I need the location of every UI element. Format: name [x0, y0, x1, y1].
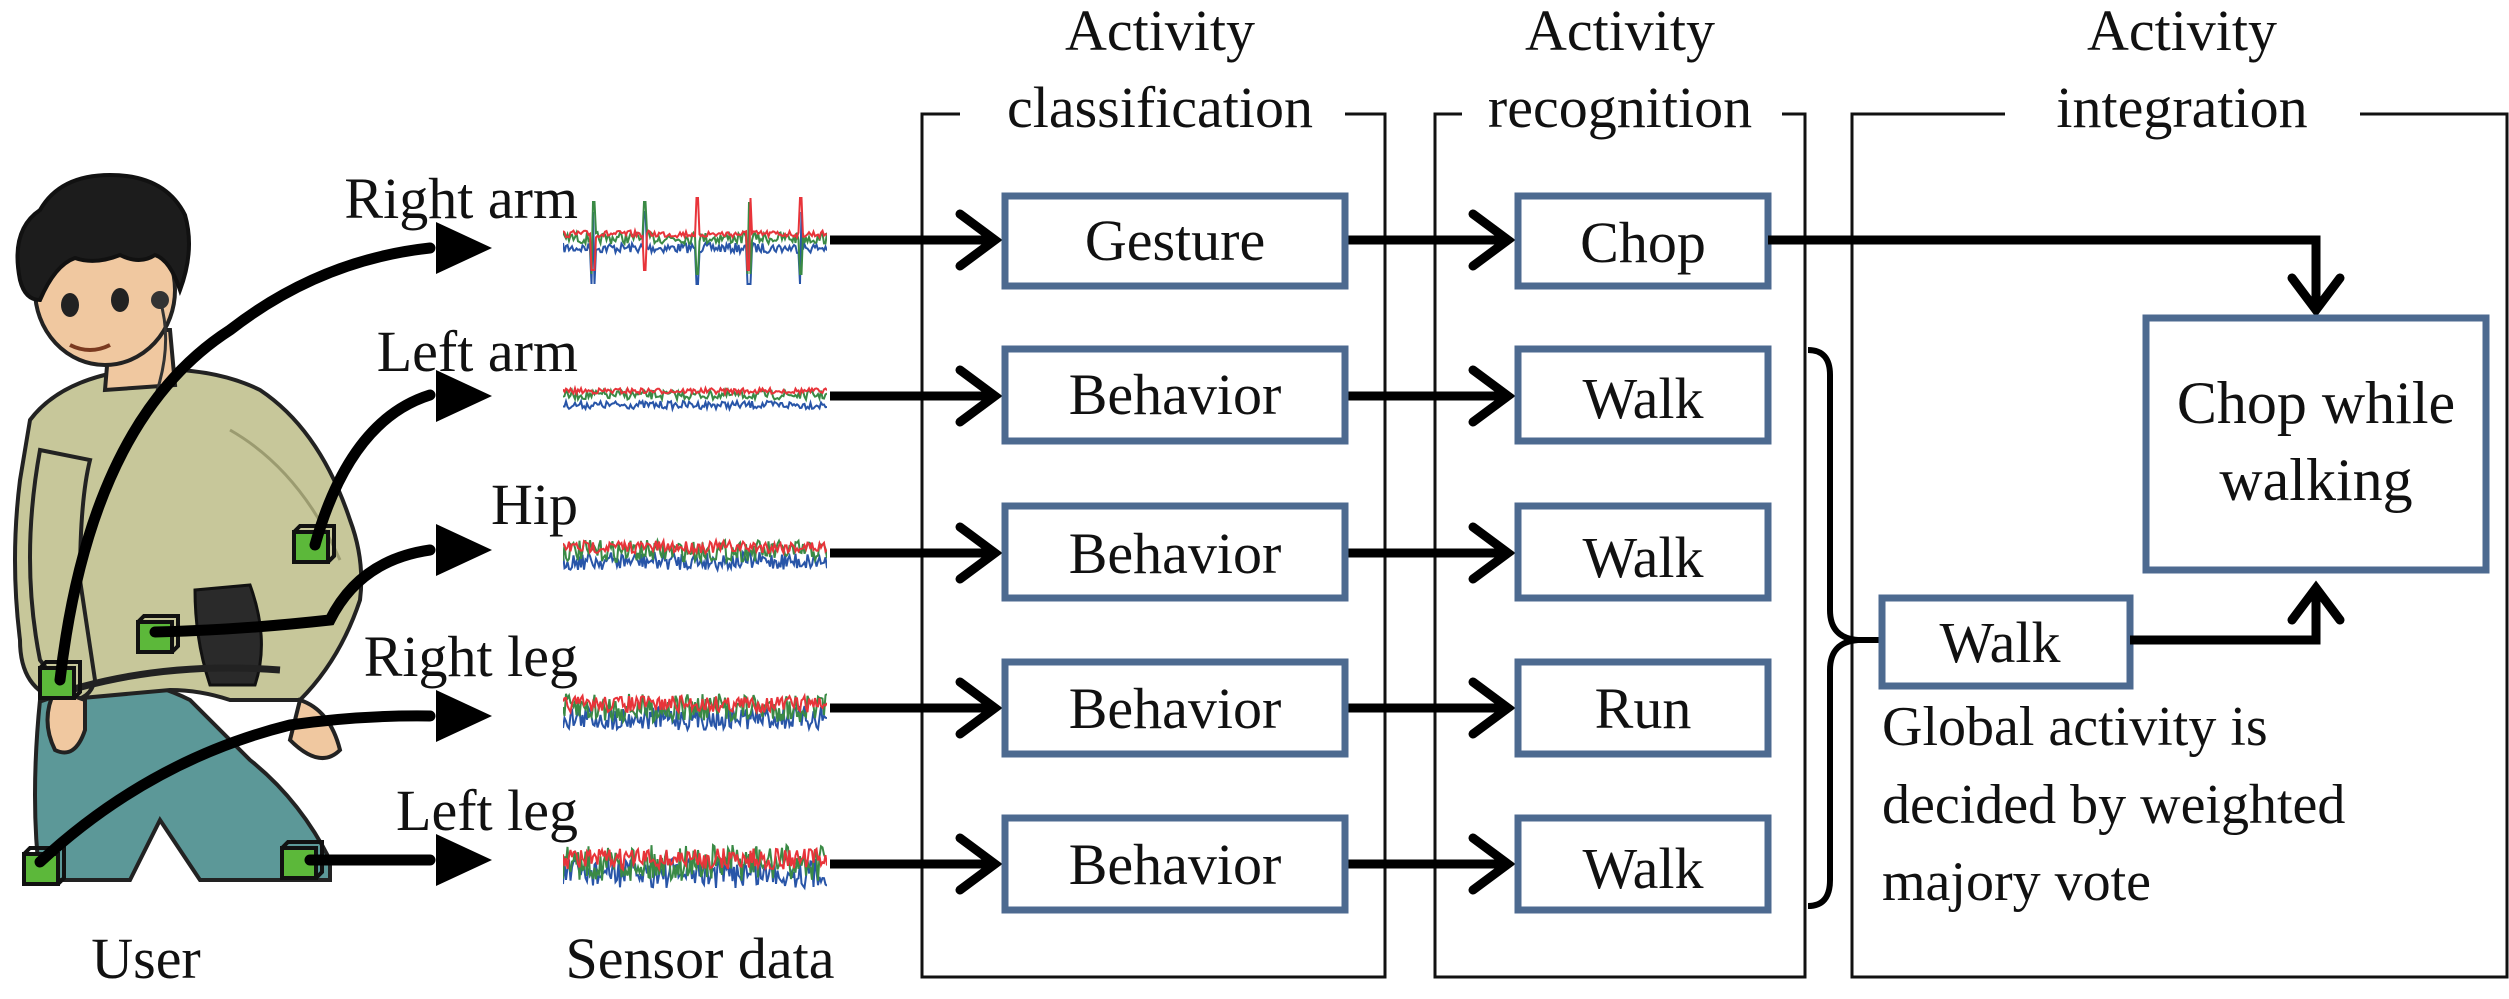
signal-trace: [563, 537, 827, 566]
classifier-label: Behavior: [1069, 676, 1282, 741]
result-label: Walk: [1583, 525, 1704, 590]
sensor-signal-hip: [563, 537, 827, 573]
result-label: Walk: [1583, 836, 1704, 901]
classifier-box-5: Behavior: [1001, 814, 1349, 914]
vote-note-line1: Global activity is: [1882, 696, 2268, 758]
signal-trace: [563, 855, 827, 891]
classifier-box-3: Behavior: [1001, 502, 1349, 602]
user-hip-bag: [193, 583, 263, 687]
classifier-box-1: Gesture: [1001, 192, 1349, 290]
classification-title-line2: classification: [1007, 75, 1313, 140]
classifier-label: Behavior: [1069, 832, 1282, 897]
classifier-box-2: Behavior: [1001, 345, 1349, 445]
signal-trace: [563, 846, 827, 873]
sensor-left-leg: [280, 840, 324, 880]
signal-trace: [563, 384, 827, 397]
vote-note-line3: majory vote: [1882, 851, 2151, 913]
sensor-label-right-arm: Right arm: [344, 166, 578, 231]
final-output-line1: Chop while: [2177, 370, 2455, 436]
classifier-label: Behavior: [1069, 362, 1282, 427]
sensor-label-left-arm: Left arm: [377, 319, 578, 384]
recognition-panel: Activity recognition: [1433, 0, 1807, 979]
global-result-label: Walk: [1940, 610, 2061, 675]
signal-trace: [563, 397, 827, 413]
integration-title-line2: integration: [2056, 75, 2307, 140]
sensor-label-left-leg: Left leg: [396, 778, 578, 843]
sensor-label-right-leg: Right leg: [364, 624, 578, 689]
sensor-label-hip: Hip: [491, 472, 578, 537]
sensor-signal-right-leg: [563, 692, 827, 733]
signal-trace: [563, 386, 827, 404]
recognition-title-line2: recognition: [1488, 75, 1752, 140]
classification-title-line1: Activity: [1065, 0, 1255, 63]
integration-title-line1: Activity: [2087, 0, 2277, 63]
row-arrows: [830, 209, 1516, 895]
global-result-box: Walk: [1878, 594, 2134, 690]
result-label: Run: [1595, 676, 1692, 741]
classifier-box-4: Behavior: [1001, 658, 1349, 758]
user-label: User: [91, 926, 201, 991]
classifier-label: Gesture: [1085, 208, 1265, 273]
final-output-box: Chop while walking: [2142, 314, 2490, 574]
sensor-data-label: Sensor data: [566, 926, 835, 991]
result-box-1: Chop: [1514, 192, 1772, 290]
signal-trace: [563, 842, 827, 883]
result-label: Chop: [1580, 210, 1706, 275]
sensor-signal-right-arm: [563, 197, 827, 285]
classifier-label: Behavior: [1069, 521, 1282, 586]
integration-panel: Activity integration: [1850, 0, 2509, 979]
sensor-signal-left-leg: [563, 842, 827, 891]
signal-trace: [563, 537, 827, 557]
final-output-line2: walking: [2219, 447, 2412, 513]
signal-trace: [563, 704, 827, 733]
result-box-4: Run: [1514, 658, 1772, 758]
classification-panel: Activity classification: [920, 0, 1387, 979]
sensor-arrows: [34, 222, 492, 886]
user-figure-illustration: [13, 172, 364, 882]
user-hair: [15, 172, 191, 303]
result-label: Walk: [1583, 366, 1704, 431]
sensor-signal-plots: [563, 197, 827, 891]
recognition-title-line1: Activity: [1525, 0, 1715, 63]
result-box-2: Walk: [1514, 345, 1772, 445]
result-box-5: Walk: [1514, 814, 1772, 914]
result-box-3: Walk: [1514, 502, 1772, 602]
vote-note-line2: decided by weighted: [1882, 774, 2345, 836]
signal-trace: [563, 692, 827, 716]
sensor-signal-left-arm: [563, 384, 827, 413]
signal-trace: [563, 197, 827, 271]
